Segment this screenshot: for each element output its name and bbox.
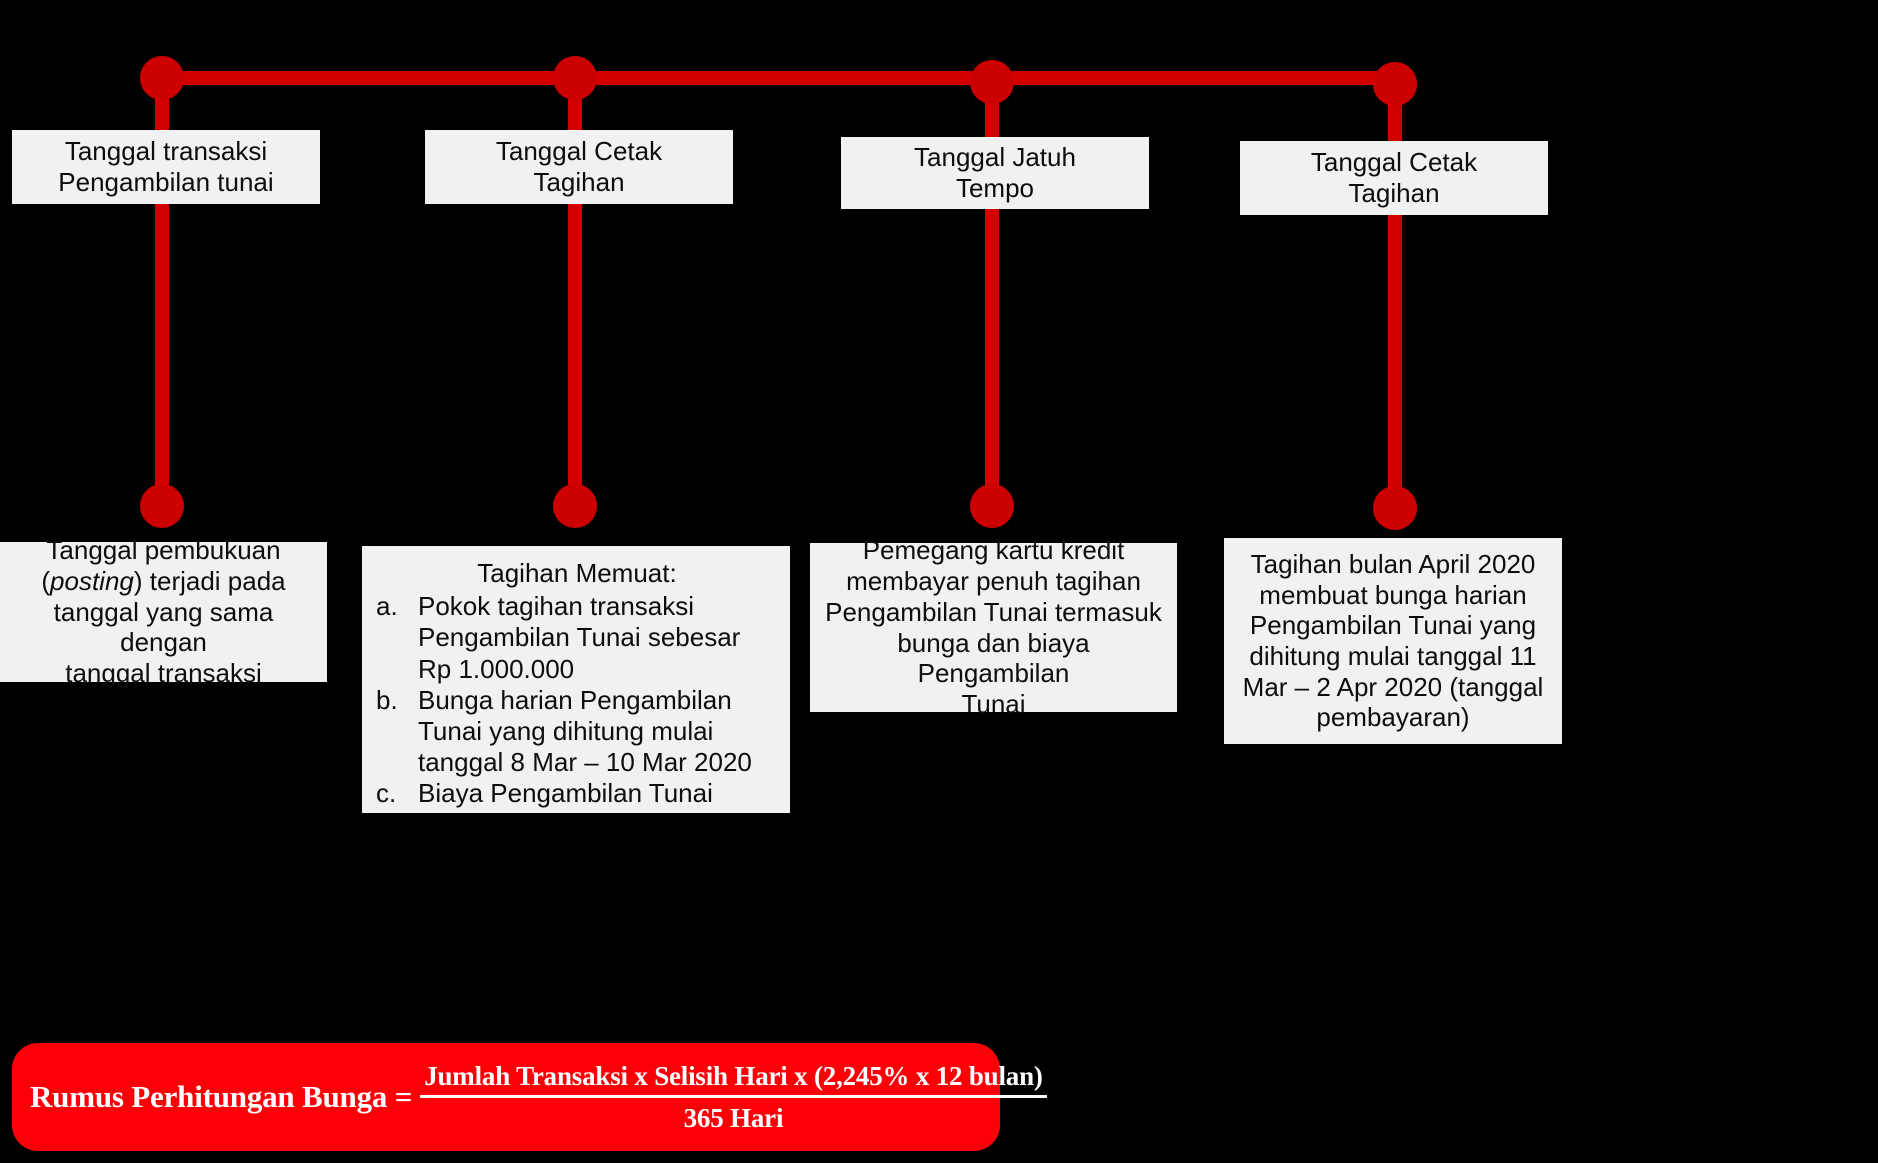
node-dot-jatuh-tempo[interactable]	[970, 60, 1014, 104]
interest-formula-bar: Rumus Perhitungan Bunga = Jumlah Transak…	[12, 1043, 1047, 1151]
detail-april-line5: Mar – 2 Apr 2020 (tanggal	[1242, 671, 1544, 702]
detail-posting-line2: (posting) terjadi pada	[10, 566, 317, 597]
detail-posting-line1: Tanggal pembukuan	[46, 535, 281, 566]
node-dot-cetak-tagihan-1[interactable]	[553, 56, 597, 100]
formula-fraction: Jumlah Transaksi x Selisih Hari x (2,245…	[420, 1061, 1047, 1134]
detail-april-line1: Tagihan bulan April 2020	[1250, 548, 1536, 579]
top-card-transaksi-line1: Tanggal transaksi	[64, 136, 268, 167]
detail-april-line6: pembayaran)	[1316, 702, 1470, 733]
top-card-transaksi: Tanggal transaksi Pengambilan tunai	[12, 130, 320, 204]
detail-card-tagihan-memuat: Tagihan Memuat: a. Pokok tagihan transak…	[362, 546, 790, 813]
top-card-jatuh-tempo-line2: Tempo	[955, 173, 1035, 203]
detail-posting-line2-rest: ) terjadi pada	[133, 566, 286, 596]
list-marker-c: c.	[376, 778, 397, 809]
list-item: b. Bunga harian Pengambilan Tunai yang d…	[376, 685, 778, 779]
list-text-b: Bunga harian Pengambilan Tunai yang dihi…	[418, 684, 752, 778]
top-card-cetak2-line2: Tagihan	[1348, 178, 1440, 208]
formula-denominator: 365 Hari	[683, 1102, 784, 1133]
formula-divider	[420, 1094, 1047, 1098]
detail-pembayaran-line1: Pemegang kartu kredit	[862, 535, 1125, 566]
list-item: a. Pokok tagihan transaksi Pengambilan T…	[376, 591, 778, 685]
list-marker-b: b.	[376, 684, 398, 715]
detail-card-pembayaran-penuh: Pemegang kartu kredit membayar penuh tag…	[810, 535, 1177, 719]
top-card-cetak1-line1: Tanggal Cetak	[495, 136, 663, 167]
node-dot-transaksi[interactable]	[140, 56, 184, 100]
node-dot-jatuh-tempo-bottom[interactable]	[970, 484, 1014, 528]
list-text-a: Pokok tagihan transaksi Pengambilan Tuna…	[418, 591, 741, 684]
detail-april-line3: Pengambilan Tunai yang	[1249, 610, 1537, 641]
top-card-jatuh-tempo-line1: Tanggal Jatuh	[914, 142, 1076, 173]
top-card-cetak-tagihan-2: Tanggal Cetak Tagihan	[1240, 141, 1548, 215]
detail-april-line2: membuat bunga harian	[1259, 579, 1527, 610]
top-card-transaksi-line2: Pengambilan tunai	[58, 167, 274, 197]
node-dot-cetak-tagihan-2-bottom[interactable]	[1373, 486, 1417, 530]
detail-tagihan-title: Tagihan Memuat:	[477, 558, 677, 588]
detail-posting-italic-term: posting	[50, 566, 134, 596]
stem-transaksi-bottom	[155, 204, 169, 504]
node-dot-cetak-tagihan-2[interactable]	[1373, 62, 1417, 106]
list-marker-a: a.	[376, 591, 398, 622]
top-card-cetak1-line2: Tagihan	[533, 167, 625, 197]
node-dot-transaksi-bottom[interactable]	[140, 484, 184, 528]
detail-april-line4: dihitung mulai tanggal 11	[1249, 641, 1537, 671]
stem-cetak1-bottom	[568, 204, 582, 504]
stem-cetak2-bottom	[1388, 215, 1402, 507]
detail-posting-line4: tanggal transaksi	[65, 658, 262, 689]
detail-pembayaran-line2: membayar penuh tagihan	[846, 566, 1141, 597]
top-card-jatuh-tempo: Tanggal Jatuh Tempo	[841, 137, 1149, 209]
list-text-c: Biaya Pengambilan Tunai	[418, 778, 713, 809]
detail-card-posting: Tanggal pembukuan (posting) terjadi pada…	[0, 535, 327, 688]
top-card-cetak2-line1: Tanggal Cetak	[1310, 147, 1478, 178]
node-dot-cetak-tagihan-1-bottom[interactable]	[553, 484, 597, 528]
detail-card-tagihan-april: Tagihan bulan April 2020 membuat bunga h…	[1224, 538, 1562, 744]
detail-pembayaran-line4: bunga dan biaya Pengambilan	[897, 627, 1097, 689]
detail-posting-paren-open: (	[41, 566, 51, 596]
stem-jatuh-tempo-bottom	[985, 209, 999, 505]
timeline-rail	[160, 71, 1410, 85]
detail-posting-line3: tanggal yang sama dengan	[53, 596, 281, 658]
formula-numerator: Jumlah Transaksi x Selisih Hari x (2,245…	[424, 1060, 1043, 1091]
detail-pembayaran-line3: Pengambilan Tunai termasuk	[825, 596, 1162, 627]
detail-pembayaran-line5: Tunai	[961, 688, 1026, 719]
top-card-cetak-tagihan-1: Tanggal Cetak Tagihan	[425, 130, 733, 204]
list-item: c. Biaya Pengambilan Tunai	[376, 778, 778, 809]
formula-label: Rumus Perhitungan Bunga =	[30, 1079, 413, 1114]
